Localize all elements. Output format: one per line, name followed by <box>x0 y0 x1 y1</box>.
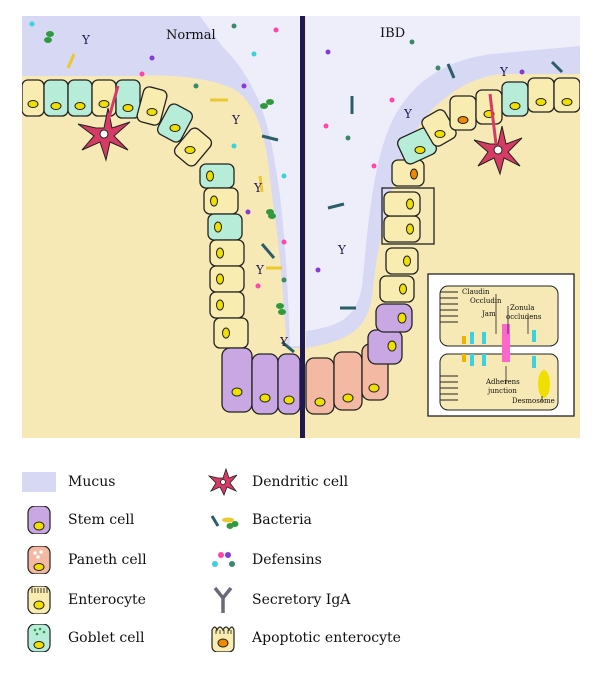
inset-label-junction: junction <box>488 387 517 395</box>
normal-panel-title: Normal <box>166 28 216 43</box>
legend-label-paneth-cell: Paneth cell <box>68 552 147 568</box>
legend-item-enterocyte: Enterocyte <box>22 586 146 614</box>
right-lumen <box>306 16 580 331</box>
junction-inset <box>427 273 575 417</box>
svg-text:Y: Y <box>499 65 509 79</box>
inset-label-desmosome: Desmosome <box>512 397 555 405</box>
paneth-cell-icon <box>27 546 51 574</box>
legend-item-mucus: Mucus <box>22 468 115 496</box>
legend-item-bacteria: Bacteria <box>206 506 312 534</box>
svg-text:Y: Y <box>279 335 289 349</box>
left-dendritic-cell <box>77 85 131 162</box>
legend-label-stem-cell: Stem cell <box>68 512 135 528</box>
luminal-content: Y Y Y Y Y Y Y Y <box>29 21 564 354</box>
legend-label-dendritic-cell: Dendritic cell <box>252 474 349 490</box>
svg-text:Y: Y <box>255 263 265 277</box>
defensins-icon <box>212 552 235 567</box>
legend-item-goblet-cell: Goblet cell <box>22 624 145 652</box>
legend-item-paneth-cell: Paneth cell <box>22 546 147 574</box>
legend-item-apoptotic-enterocyte: Apoptotic enterocyte <box>206 624 401 652</box>
enterocyte-icon <box>27 586 51 614</box>
left-epithelium <box>22 79 301 415</box>
legend-label-defensins: Defensins <box>252 552 322 568</box>
crypt-diagram: Y Y Y Y Y Y Y Y <box>22 16 580 438</box>
stem-cell-icon <box>27 506 51 534</box>
svg-text:Y: Y <box>253 181 263 195</box>
legend-label-goblet-cell: Goblet cell <box>68 630 145 646</box>
legend-label-enterocyte: Enterocyte <box>68 592 146 608</box>
inset-label-jam: Jam <box>482 310 496 318</box>
goblet-cell-icon <box>27 624 51 652</box>
inset-label-claudin: Claudin <box>462 288 490 296</box>
legend-label-mucus: Mucus <box>68 474 116 490</box>
secretory-iga-icon <box>213 586 233 613</box>
panel-divider <box>300 16 305 438</box>
legend-label-secretory-iga: Secretory IgA <box>252 592 351 608</box>
legend-label-apoptotic-enterocyte: Apoptotic enterocyte <box>252 630 401 646</box>
mucus-swatch <box>22 472 56 492</box>
legend-item-dendritic-cell: Dendritic cell <box>206 468 348 496</box>
ibd-panel-title: IBD <box>380 26 406 41</box>
svg-text:Y: Y <box>81 33 91 47</box>
inset-label-adherens: Adherens <box>486 378 520 386</box>
magnified-region-box <box>381 187 435 245</box>
legend-item-stem-cell: Stem cell <box>22 506 134 534</box>
left-lumen <box>200 16 300 346</box>
svg-text:Y: Y <box>231 113 241 127</box>
svg-text:Y: Y <box>337 243 347 257</box>
bacteria-icon <box>210 515 239 529</box>
inset-label-occludin: Occludin <box>470 297 502 305</box>
inset-label-zonula: Zonula <box>510 304 535 312</box>
legend-label-bacteria: Bacteria <box>252 512 312 528</box>
legend-item-secretory-iga: Secretory IgA <box>206 586 350 614</box>
apoptotic-enterocyte-icon <box>211 626 235 652</box>
dendritic-cell-icon <box>207 468 238 496</box>
legend-item-defensins: Defensins <box>206 546 322 574</box>
svg-text:Y: Y <box>403 107 413 121</box>
right-epithelium <box>305 77 580 415</box>
inset-label-occludens: occludens <box>506 313 542 321</box>
right-dendritic-cell <box>473 93 523 176</box>
